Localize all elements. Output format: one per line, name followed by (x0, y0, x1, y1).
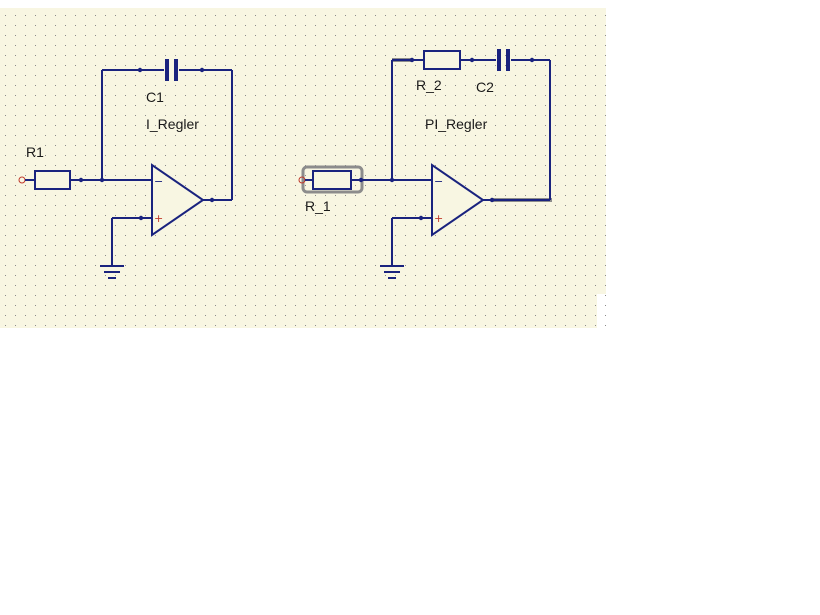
junction-dot (137, 67, 143, 73)
label-r-1[interactable]: R_1 (305, 198, 331, 214)
resistor-r-1[interactable] (312, 170, 352, 190)
junction-dot (209, 197, 215, 203)
junction-dot (78, 177, 84, 183)
label-r1[interactable]: R1 (26, 144, 44, 160)
junction-dot (418, 215, 424, 221)
resistor-r-2[interactable] (423, 50, 461, 70)
junction-dot (489, 197, 495, 203)
ground-symbol-left[interactable] (100, 265, 124, 279)
label-pi-regler[interactable]: PI_Regler (425, 116, 488, 132)
label-c1[interactable]: C1 (146, 89, 164, 105)
opamp-left-plus-sign: + (154, 212, 163, 225)
ground-symbol-right[interactable] (380, 265, 404, 279)
junction-dot (199, 67, 205, 73)
opamp-right-minus-sign: − (434, 175, 443, 188)
opamp-right-plus-sign: + (434, 212, 443, 225)
junction-dot (469, 57, 475, 63)
opamp-left[interactable] (151, 163, 205, 237)
opamp-right[interactable] (431, 163, 485, 237)
junction-dot (529, 57, 535, 63)
label-c2[interactable]: C2 (476, 79, 494, 95)
junction-dot (389, 177, 395, 183)
junction-dot (358, 177, 364, 183)
circuit-pi-regler[interactable] (298, 49, 551, 279)
junction-dot (99, 177, 105, 183)
opamp-left-minus-sign: − (154, 175, 163, 188)
label-i-regler[interactable]: I_Regler (146, 116, 199, 132)
circuit-i-regler[interactable] (18, 59, 233, 279)
resistor-r1[interactable] (34, 170, 71, 190)
junction-dot (409, 57, 415, 63)
junction-dot (138, 215, 144, 221)
label-r-2[interactable]: R_2 (416, 77, 442, 93)
